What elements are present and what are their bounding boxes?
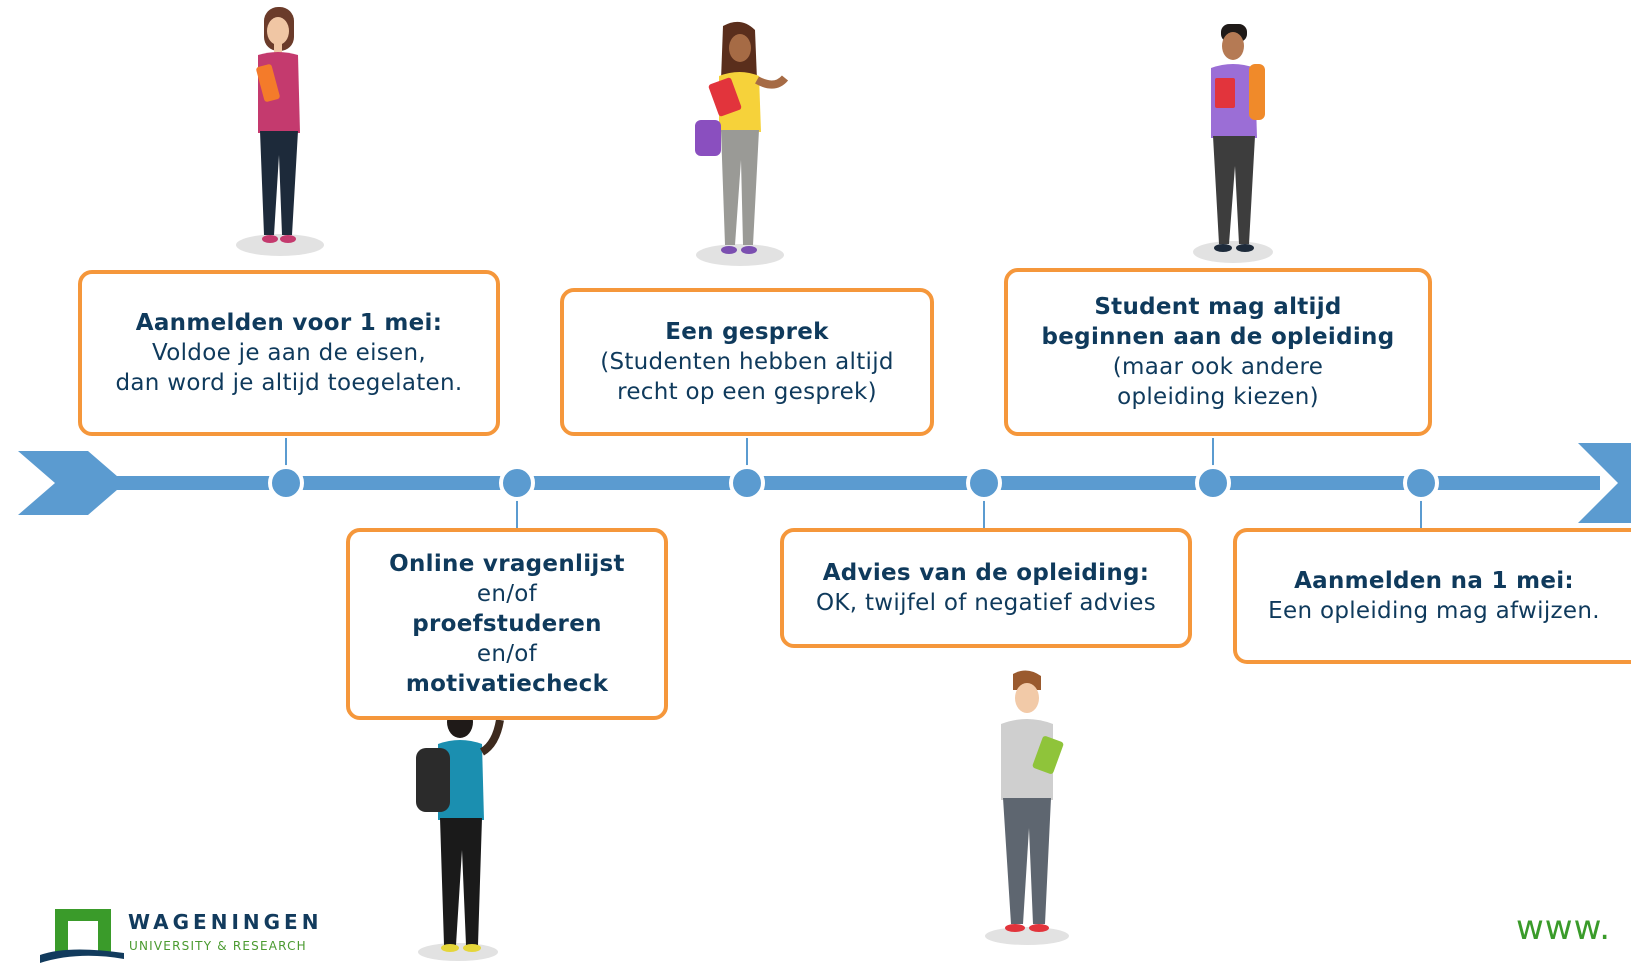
step-box-5: Student mag altijd beginnen aan de oplei… <box>1004 268 1432 436</box>
student-figure-4 <box>985 670 1069 945</box>
website-url: www. <box>1516 908 1612 948</box>
step6-title: Aanmelden na 1 mei: <box>1294 568 1574 594</box>
step-box-6: Aanmelden na 1 mei: Een opleiding mag af… <box>1233 528 1631 664</box>
step5-title1: Student mag altijd <box>1094 294 1342 320</box>
step3-title: Een gesprek <box>665 319 829 345</box>
timeline-dot-4 <box>966 465 1002 501</box>
step-box-1: Aanmelden voor 1 mei: Voldoe je aan de e… <box>78 270 500 436</box>
wageningen-logo-icon <box>40 909 124 963</box>
timeline-dot-3 <box>729 465 765 501</box>
step5-line2: opleiding kiezen) <box>1117 384 1319 410</box>
step4-line1: OK, twijfel of negatief advies <box>815 590 1157 616</box>
student-figure-3 <box>695 21 789 266</box>
step2-line3: en/of <box>476 641 538 667</box>
step5-title2: beginnen aan de opleiding <box>1041 324 1395 350</box>
timeline-dot-5 <box>1195 465 1231 501</box>
timeline-head-arrow <box>1578 443 1631 523</box>
step-box-3: Een gesprek (Studenten hebben altijd rec… <box>560 288 934 436</box>
step6-line1: Een opleiding mag afwijzen. <box>1268 598 1600 624</box>
step1-line1: Voldoe je aan de eisen, <box>152 340 426 366</box>
timeline-tail-arrow <box>18 451 125 515</box>
step-box-4: Advies van de opleiding: OK, twijfel of … <box>780 528 1192 648</box>
step4-title: Advies van de opleiding: <box>822 560 1150 586</box>
timeline-dot-2 <box>499 465 535 501</box>
step-box-2: Online vragenlijst en/of proefstuderen e… <box>346 528 668 720</box>
step1-line2: dan word je altijd toegelaten. <box>115 370 463 396</box>
student-figure-5 <box>1193 24 1273 263</box>
student-figure-2 <box>416 706 504 961</box>
step2-title: Online vragenlijst <box>389 551 625 577</box>
step1-title: Aanmelden voor 1 mei: <box>135 310 443 336</box>
step2-line1: en/of <box>476 581 538 607</box>
timeline-line <box>100 476 1600 490</box>
step5-line1: (maar ook andere <box>1112 354 1324 380</box>
logo-subtitle: UNIVERSITY & RESEARCH <box>129 939 307 953</box>
step3-line1: (Studenten hebben altijd <box>600 349 894 375</box>
step2-line4: motivatiecheck <box>405 671 609 697</box>
timeline-dot-6 <box>1403 465 1439 501</box>
step2-line2: proefstuderen <box>412 611 602 637</box>
step3-line2: recht op een gesprek) <box>617 379 877 405</box>
logo-name: WAGENINGEN <box>128 910 323 934</box>
timeline-dot-1 <box>268 465 304 501</box>
student-figure-1 <box>236 7 324 256</box>
